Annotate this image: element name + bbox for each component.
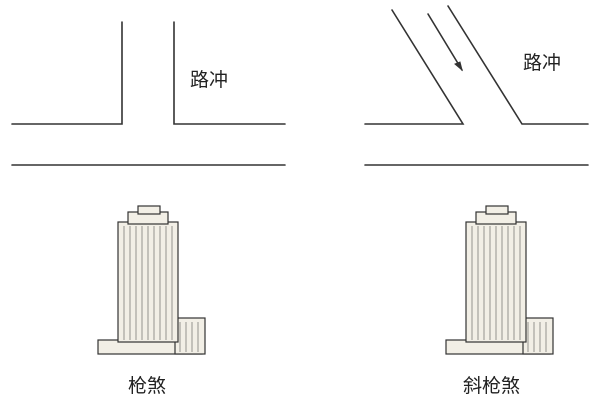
oblique-road-right-edge [447,5,589,125]
t-junction-diagram: 路冲 [11,21,286,166]
gun-sha-caption: 枪煞 [128,375,166,397]
building-right: 斜枪煞 [445,205,554,397]
oblique-road-left-edge [364,9,465,125]
road-rush-label-right: 路冲 [523,52,561,74]
oblique-gun-sha-caption: 斜枪煞 [463,375,520,397]
traffic-arrow-icon [427,13,463,72]
building-left: 枪煞 [97,205,206,397]
side-road-left-edge [11,21,123,125]
side-road-right-edge [173,21,286,125]
road-rush-label-left: 路冲 [190,69,228,91]
oblique-junction-diagram: 路冲 [364,5,589,166]
